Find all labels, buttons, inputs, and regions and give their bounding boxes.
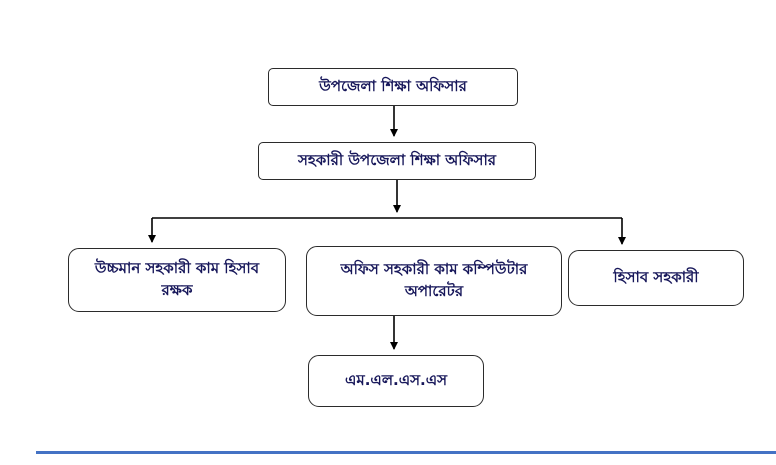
org-node-label: অফিস সহকারী কাম কম্পিউটার অপারেটর bbox=[340, 260, 528, 300]
org-node-label: এম.এল.এস.এস bbox=[344, 371, 448, 390]
org-node-label: সহকারী উপজেলা শিক্ষা অফিসার bbox=[297, 151, 497, 170]
org-node-label: উপজেলা শিক্ষা অফিসার bbox=[319, 77, 467, 96]
org-node-label: হিসাব সহকারী bbox=[613, 268, 699, 287]
org-node-upazila-education-officer: উপজেলা শিক্ষা অফিসার bbox=[268, 68, 518, 106]
org-node-assistant-upazila-education-officer: সহকারী উপজেলা শিক্ষা অফিসার bbox=[258, 142, 536, 180]
org-node-office-assistant-cum-computer-operator: অফিস সহকারী কাম কম্পিউটার অপারেটর bbox=[306, 246, 562, 316]
org-node-higher-grade-assistant-cum-accountant: উচ্চমান সহকারী কাম হিসাব রক্ষক bbox=[68, 248, 286, 312]
org-node-label: উচ্চমান সহকারী কাম হিসাব রক্ষক bbox=[94, 259, 260, 299]
org-node-mlss: এম.এল.এস.এস bbox=[308, 355, 484, 407]
bottom-divider-line bbox=[36, 451, 776, 454]
org-node-accounts-assistant: হিসাব সহকারী bbox=[568, 250, 744, 306]
